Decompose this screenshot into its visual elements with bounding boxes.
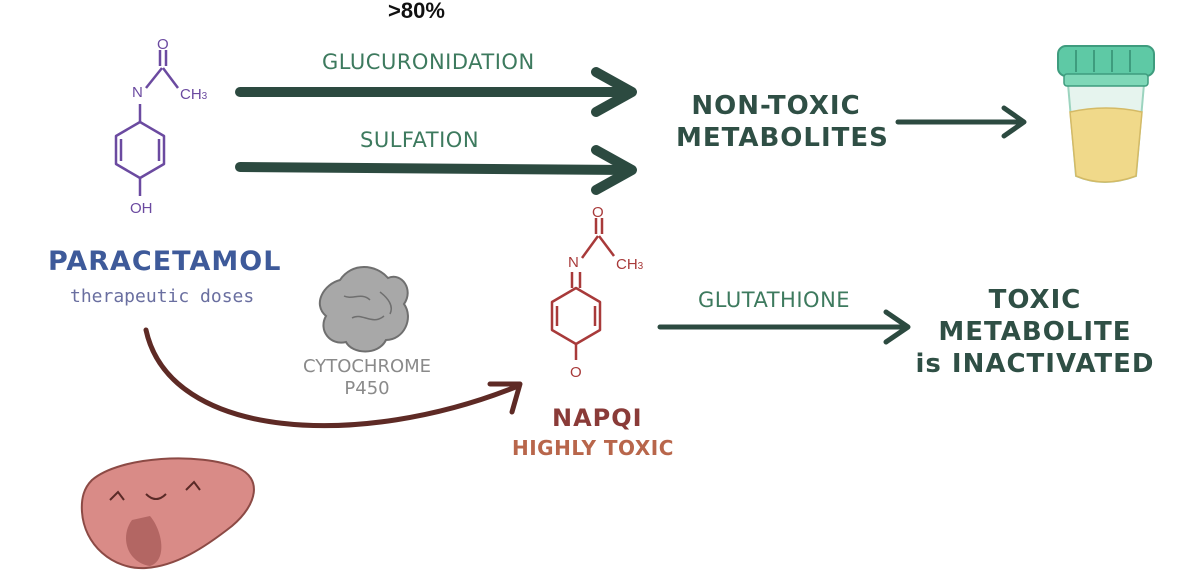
non-toxic-line2: METABOLITES — [676, 123, 889, 153]
napqi-title: NAPQI — [552, 404, 643, 432]
napqi-oxygen-top-atom: O — [592, 204, 604, 221]
paracetamol-nitrogen-atom: N — [132, 84, 143, 101]
cytochrome-p450-label: CYTOCHROME P450 — [292, 356, 442, 400]
paracetamol-methyl-group: CH3 — [180, 86, 207, 103]
sulfation-label: SULFATION — [360, 128, 480, 152]
glutathione-label: GLUTATHIONE — [698, 288, 851, 312]
non-toxic-metabolites-label: NON-TOXIC METABOLITES — [676, 90, 889, 154]
sulfation-arrow — [235, 145, 637, 195]
enzyme-blob-icon — [319, 266, 409, 353]
toxic-line3: is INACTIVATED — [915, 349, 1155, 379]
paracetamol-hydroxyl-group: OH — [130, 200, 153, 217]
toxic-line1: TOXIC — [988, 285, 1082, 315]
napqi-structure — [550, 218, 615, 360]
glutathione-arrow — [657, 309, 911, 345]
liver-icon — [80, 457, 255, 570]
napqi-methyl-ch: CH — [616, 256, 638, 273]
cyp450-arrow — [143, 327, 523, 429]
napqi-oxygen-bottom-atom: O — [570, 364, 582, 381]
napqi-methyl-subscript: 3 — [637, 261, 644, 272]
napqi-nitrogen-atom: N — [568, 254, 579, 271]
non-toxic-line1: NON-TOXIC — [691, 91, 861, 121]
to-urine-arrow — [895, 105, 1027, 139]
glucuronidation-label: GLUCURONIDATION — [322, 50, 535, 74]
glucuronidation-arrow — [235, 67, 637, 117]
napqi-methyl-group: CH3 — [616, 256, 643, 273]
paracetamol-methyl-ch: CH — [180, 86, 202, 103]
cytochrome-line1: CYTOCHROME — [302, 356, 432, 377]
urine-cup-icon — [1057, 45, 1155, 183]
paracetamol-structure — [114, 50, 179, 196]
cytochrome-line2: P450 — [344, 378, 390, 399]
paracetamol-subtitle: therapeutic doses — [70, 286, 255, 307]
napqi-subtitle: HIGHLY TOXIC — [512, 436, 674, 460]
toxic-inactivated-label: TOXIC METABOLITE is INACTIVATED — [910, 284, 1160, 380]
toxic-line2: METABOLITE — [938, 317, 1132, 347]
paracetamol-oxygen-atom: O — [157, 36, 169, 53]
paracetamol-title: PARACETAMOL — [48, 246, 282, 277]
paracetamol-methyl-subscript: 3 — [201, 91, 208, 102]
percentage-label: >80% — [388, 0, 445, 23]
